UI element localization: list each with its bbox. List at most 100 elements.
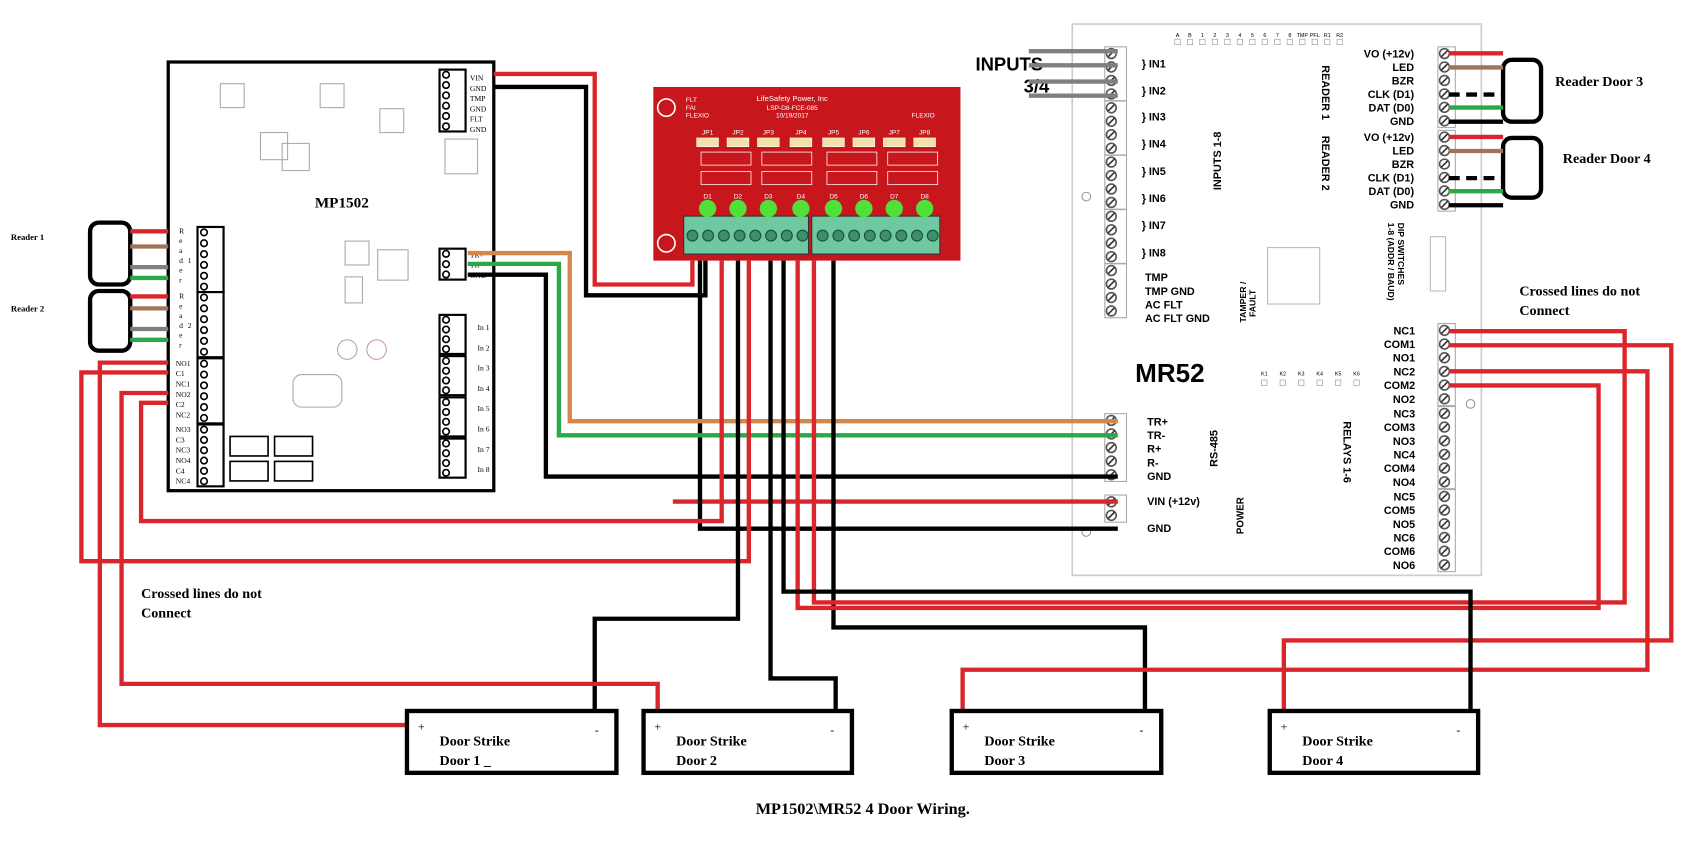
flexio-mount-hole [656,98,676,118]
mp1502-reader-port-letter: R [179,226,185,235]
inputs-callout-line2: 3/4 [1024,75,1050,96]
door-strike-minus: - [1140,723,1144,737]
reader-door-4-label: Reader Door 4 [1563,151,1651,167]
mr52-reader2-terminal-block-screw [1440,160,1449,168]
mr52-relay-led [1279,379,1286,386]
mr52-relay-terminal-block-terminal [1438,448,1451,461]
mp1502-reader1-terminal-block-terminal [199,271,209,280]
flexio-label-right: FLEXIO [912,112,935,119]
mr52-reader2-label: GND [1390,200,1414,212]
mp1502-reader1-terminal-block-terminal [199,239,209,248]
mr52-relay-terminal-block-terminal [1438,504,1451,516]
flexio-led-label: D5 [829,194,838,201]
flexio-led-label: D7 [890,194,899,201]
mr52-status-led [1336,38,1343,45]
door-strike-label: Door Strike [440,734,511,750]
mp1502-relay-terminal-block-b-terminal [199,466,209,475]
mp1502-reader2-terminal-block-terminal [199,347,209,356]
mr52-status-led-label: 7 [1276,33,1279,39]
flexio-fuse [826,171,878,186]
mp1502-relay-terminal-block-a [196,357,225,425]
mr52-relay-terminal-block-terminal [1438,518,1451,530]
mp1502-input-label: In 3 [478,364,490,373]
mp1502-relay-terminal-block-b-terminal [199,456,209,465]
mr52-relay-terminal-block-screw [1440,506,1449,514]
flexio-jumper-label: JP7 [889,130,901,137]
flexio-jumper [822,137,845,147]
door-strike-door: Door 3 [984,753,1025,769]
mr52-reader1-label: CLK (D1) [1368,89,1415,101]
flexio-fuse [887,151,939,166]
mr52-power-terminal-block-screw [1107,511,1116,520]
mp1502-reader2-terminal-block-terminal [199,304,209,313]
mr52-reader2-terminal-block-screw [1440,146,1449,155]
mr52-relay-label: NC3 [1393,408,1415,420]
mr52-input-terminal-block-terminal [1105,169,1118,182]
flexio-output-terminal [780,229,793,242]
flexio-output-terminal [702,229,715,242]
mr52-input-terminal-block-terminal [1105,142,1118,154]
flexio-fuse [761,171,813,186]
mp1502-reader1-terminal-block [196,225,225,294]
mr52-input-terminal-block [1104,263,1128,319]
mr52-input-terminal-block-terminal [1105,224,1118,236]
mr52-relay-led [1335,379,1342,386]
mr52-input-terminal-block-screw [1107,171,1116,180]
mp1502-power-terminal-block-terminal [441,91,451,100]
mr52-relay-label: NO1 [1393,353,1415,365]
mp1502-relay-label: NC2 [176,410,191,419]
mp1502-relay-label: NC4 [176,477,191,486]
wire-door1-plus [97,360,407,728]
mr52-rs485-terminal-block-terminal [1105,441,1118,454]
mp1502-input-terminal-block-terminal [441,468,451,477]
wire-door2-plus [119,390,660,726]
flexio-jumper-label: JP1 [702,130,714,137]
flexio-output-terminal [717,229,730,242]
mr52-relay-terminal-block [1437,323,1456,407]
mp1502-power-terminal-block-terminal [441,122,451,131]
mr52-relay-label: NC6 [1393,532,1415,544]
mp1502-input-label: In 1 [478,323,490,332]
mr52-reader2-terminal-block-screw [1440,133,1449,141]
door-strike-box [1267,708,1481,776]
mp1502-input-terminal-block-terminal [441,398,451,407]
flexio-maker: LifeSafety Power, Inc [757,94,828,103]
mr52-reader2-label: BZR [1392,159,1414,171]
mr52-relay-led-label: K2 [1279,372,1286,378]
mr52-input-label: } IN4 [1142,139,1166,151]
mr52-input-label: } IN7 [1142,220,1166,232]
mr52-relay-terminal-block-terminal [1438,559,1451,571]
wire-door4-common [811,260,1627,605]
mr52-tamper-label: AC FLT [1145,299,1183,311]
flexio-jumper [757,137,780,147]
mr52-relay-terminal-block-terminal [1438,435,1451,447]
mr52-relay-label: COM2 [1384,380,1415,392]
mp1502-input-label: In 4 [478,384,490,393]
mr52-status-led [1186,38,1194,45]
reader-1-label: Reader 1 [11,232,44,242]
mr52-relay-terminal-block-terminal [1438,490,1451,503]
mp1502-input-terminal-block-terminal [441,439,451,448]
mr52-input-terminal-block-terminal [1105,291,1118,304]
mr52-relay-label: NC5 [1393,491,1415,503]
door-strike-door: Door 1 _ [440,753,492,769]
flexio-output-terminal [879,229,892,242]
mr52-input-terminal-block-screw [1107,130,1116,139]
flexio-jumper-label: JP4 [795,130,807,137]
flexio-output-terminal [686,229,699,242]
flexio-output-terminal [749,229,762,242]
flexio-mount-hole [656,233,676,253]
mr52-status-led [1324,38,1331,45]
mp1502-relay-label: C1 [176,369,185,378]
mr52-relay-label: COM3 [1384,422,1415,434]
mp1502-reader-port-letter: r [179,275,182,284]
mp1502-reader-port-number: 1 [188,256,192,265]
mp1502-input-terminal-block-terminal [441,366,451,375]
door-strike-minus: - [830,723,834,737]
flexio-output-terminal [733,229,746,242]
mr52-relay-label: NO3 [1393,436,1415,448]
diagram-title: MP1502\MR52 4 Door Wiring. [756,800,970,818]
